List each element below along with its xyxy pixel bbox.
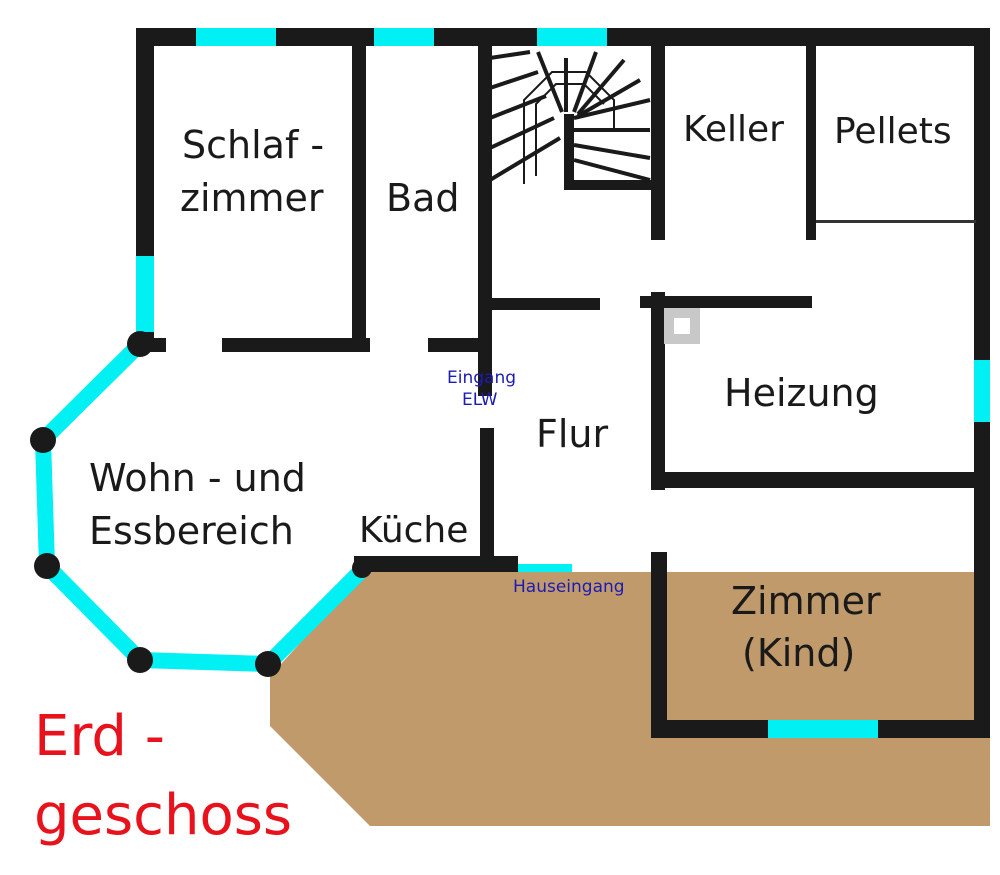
chimney-icon: [664, 308, 700, 344]
room-label-heizung: Heizung: [724, 371, 879, 415]
room-label-zimmer-2: (Kind): [742, 631, 855, 675]
note-hauseingang: Hauseingang: [513, 577, 625, 597]
bay-window: [30, 331, 372, 677]
room-label-bad: Bad: [386, 176, 459, 220]
room-label-flur: Flur: [536, 412, 608, 456]
windows: [136, 28, 990, 738]
room-label-schlafzimmer-1: Schlaf -: [182, 123, 324, 167]
room-label-pellets: Pellets: [834, 111, 952, 152]
terrace: [270, 572, 990, 826]
room-label-zimmer-1: Zimmer: [731, 579, 881, 623]
floor-title-1: Erd -: [34, 704, 165, 769]
room-label-keller: Keller: [683, 109, 784, 150]
room-label-kueche: Küche: [359, 510, 468, 551]
room-label-wohn-2: Essbereich: [89, 509, 294, 553]
staircase: [488, 50, 651, 184]
room-label-wohn-1: Wohn - und: [89, 456, 306, 500]
note-eingang-elw-1: Eingang: [447, 368, 516, 388]
floor-title-2: geschoss: [34, 783, 292, 848]
room-label-schlafzimmer-2: zimmer: [180, 176, 324, 220]
note-eingang-elw-2: ELW: [462, 390, 498, 410]
